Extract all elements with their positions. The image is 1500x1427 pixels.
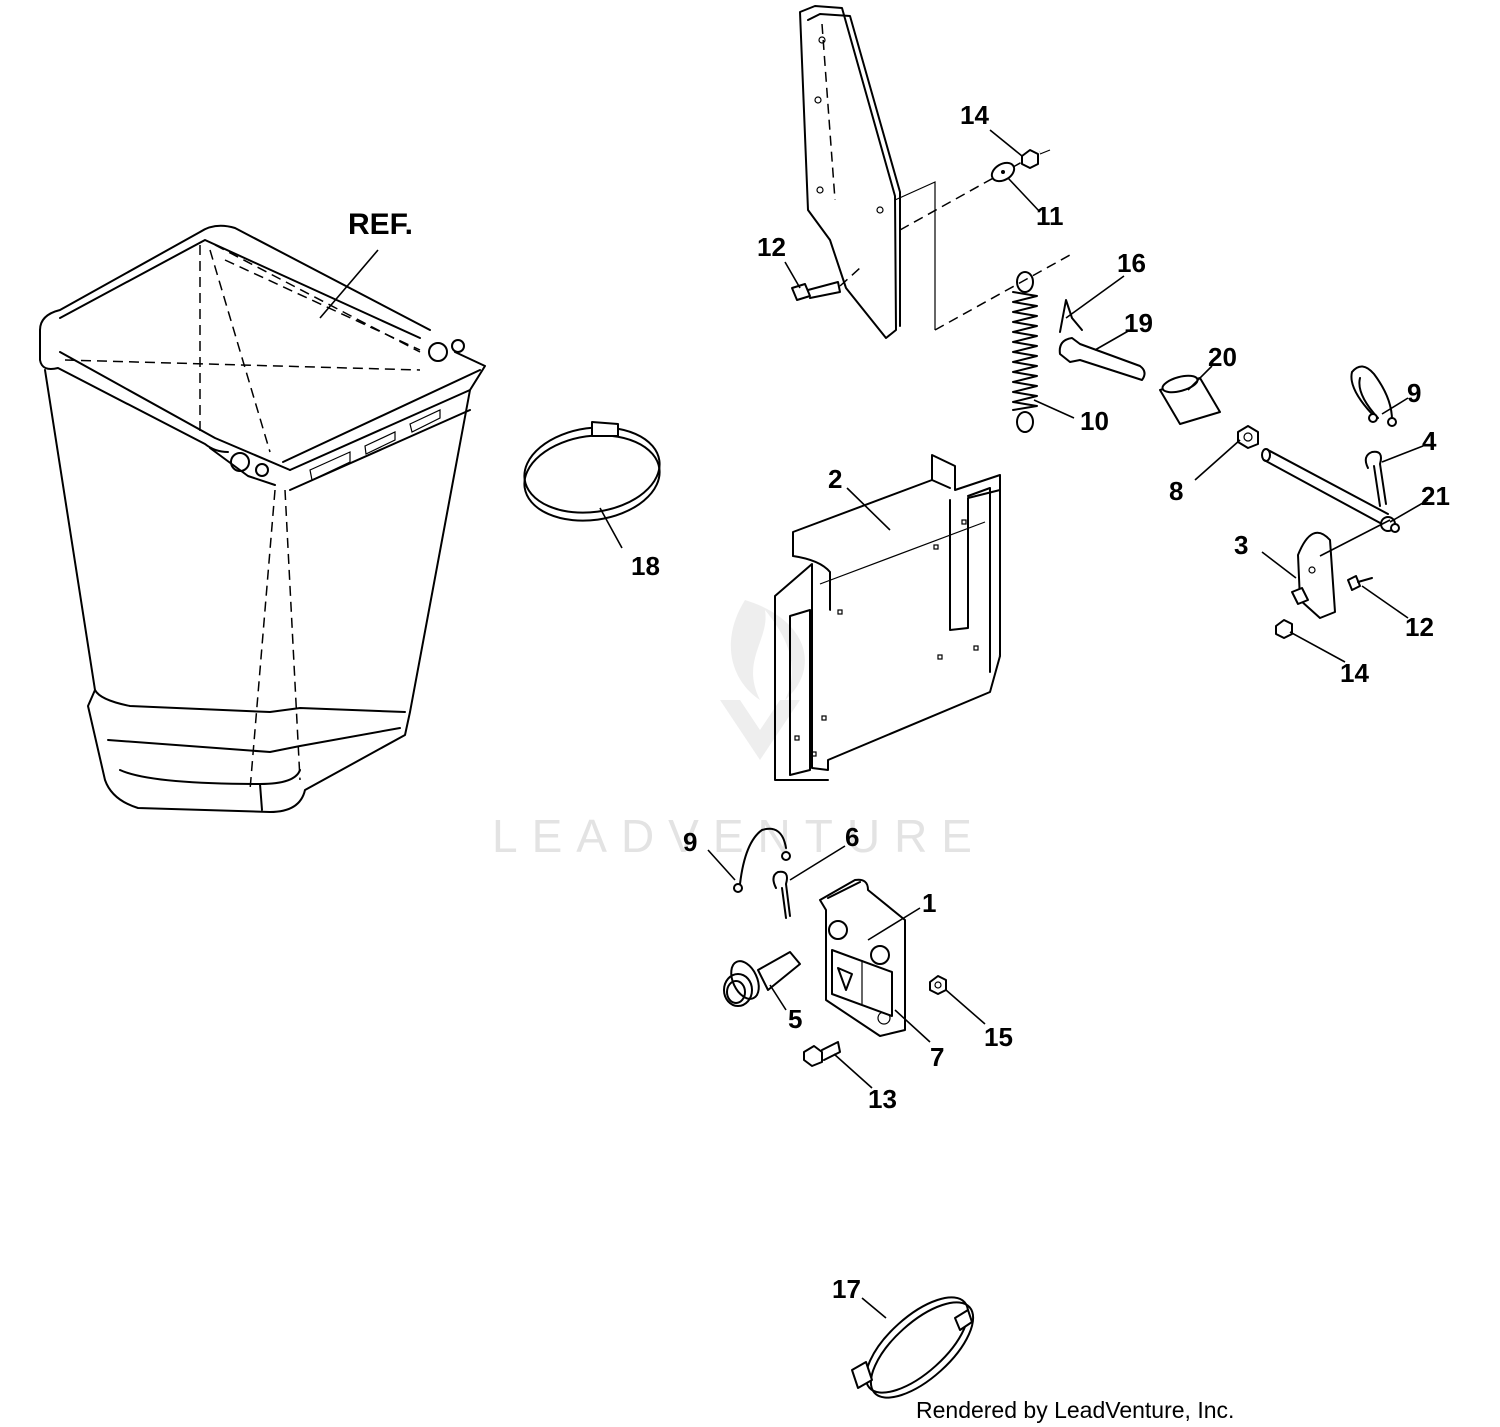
callout-18: 18 <box>631 551 660 581</box>
nut-14-upper <box>1021 149 1051 169</box>
ref-label: REF. <box>348 208 413 241</box>
mount-bracket-2 <box>774 454 1001 781</box>
bent-pin-19 <box>1058 337 1146 381</box>
mounting-arm <box>799 5 1071 339</box>
callout-6: 6 <box>845 822 859 852</box>
spacer-20 <box>1159 374 1221 425</box>
hitch-pin-5 <box>723 951 801 1007</box>
leader-lines <box>319 129 1429 1319</box>
callout-21: 21 <box>1421 481 1450 511</box>
bolt-13 <box>803 1041 841 1067</box>
callout-2: 2 <box>828 464 842 494</box>
callout-14-right: 14 <box>1340 658 1369 688</box>
callout-14-upper: 14 <box>960 100 989 130</box>
callout-8: 8 <box>1169 476 1183 506</box>
callout-9-upper: 9 <box>1407 378 1421 408</box>
callout-11: 11 <box>1036 201 1064 231</box>
bolt-12-right <box>1347 575 1373 591</box>
hose-clamp-17 <box>851 1296 975 1399</box>
callout-17: 17 <box>832 1274 861 1304</box>
callout-4: 4 <box>1422 426 1437 456</box>
callout-12-upper: 12 <box>757 232 786 262</box>
callout-9-lower: 9 <box>683 827 697 857</box>
bolt-12-upper <box>791 267 861 301</box>
callout-13: 13 <box>868 1084 897 1114</box>
clip-16 <box>1059 299 1083 333</box>
callout-19: 19 <box>1124 308 1153 338</box>
spring-10 <box>1012 271 1038 433</box>
washer-11 <box>990 161 1016 183</box>
nut-8 <box>1237 425 1259 449</box>
callout-1: 1 <box>922 888 936 918</box>
watermark-text: LEADVENTURE <box>492 810 986 862</box>
clip-6 <box>772 870 791 919</box>
callout-5: 5 <box>788 1004 802 1034</box>
callout-3: 3 <box>1234 530 1248 560</box>
nut-14-right <box>1275 619 1293 639</box>
hose-clamp-18 <box>523 421 661 522</box>
callout-labels: 14 11 12 16 19 20 10 9 4 21 8 3 12 14 2 … <box>631 100 1450 1304</box>
warning-decal-7 <box>831 949 893 1017</box>
callout-10: 10 <box>1080 406 1109 436</box>
watermark-logo <box>720 600 805 760</box>
clip-4 <box>1364 450 1387 507</box>
callout-7: 7 <box>930 1042 944 1072</box>
credit-text: Rendered by LeadVenture, Inc. <box>916 1397 1234 1423</box>
callout-12-right: 12 <box>1405 612 1434 642</box>
callout-16: 16 <box>1117 248 1146 278</box>
callout-20: 20 <box>1208 342 1237 372</box>
nut-15 <box>929 975 947 995</box>
callout-15: 15 <box>984 1022 1013 1052</box>
lanyard-9-lower <box>733 827 791 893</box>
bracket-3 <box>1291 531 1336 619</box>
lanyard-9-upper <box>1350 365 1397 427</box>
grass-bag <box>39 224 486 813</box>
